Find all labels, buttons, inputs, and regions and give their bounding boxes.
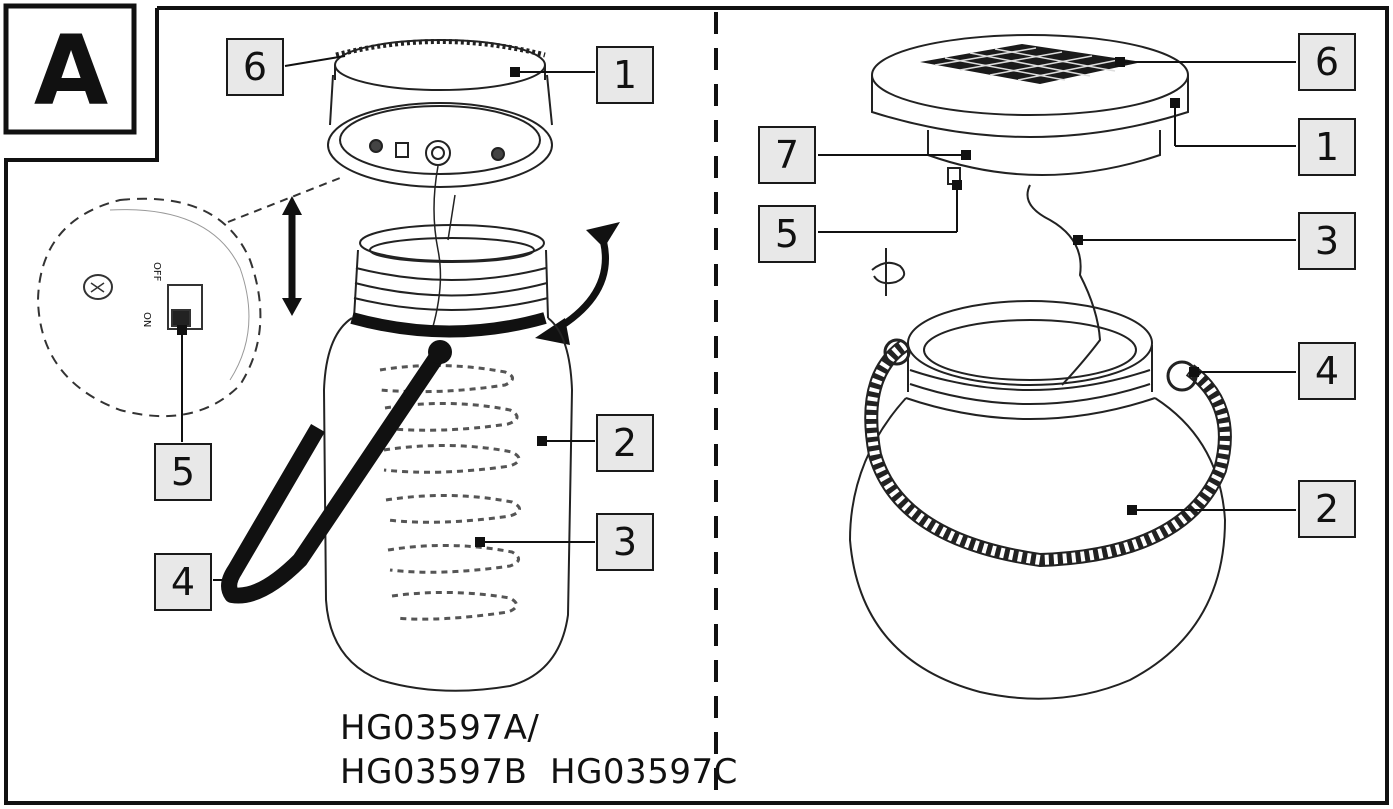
switch-detail xyxy=(36,197,262,418)
callout-right-4: 4 xyxy=(1298,342,1356,400)
callout-left-2: 2 xyxy=(596,414,654,472)
outer-frame xyxy=(3,3,1389,805)
left-fairy-lights xyxy=(379,363,521,621)
callout-left-3: 3 xyxy=(596,513,654,571)
callout-right-6: 6 xyxy=(1298,33,1356,91)
right-globe-jar xyxy=(848,300,1227,700)
callout-right-3: 3 xyxy=(1298,212,1356,270)
callout-left-6: 6 xyxy=(226,38,284,96)
callout-left-1: 1 xyxy=(596,46,654,104)
callout-left-4: 4 xyxy=(154,553,212,611)
left-leaders xyxy=(177,55,595,581)
section-label: A xyxy=(33,15,109,127)
switch-on-label: ON xyxy=(141,312,152,328)
zoom-leader xyxy=(227,177,341,223)
callout-right-5: 5 xyxy=(758,205,816,263)
model-number-line2: HG03597B HG03597C xyxy=(340,752,738,792)
right-solar-lid xyxy=(871,34,1189,185)
solar-panel xyxy=(920,44,1142,84)
lift-arrow xyxy=(282,196,302,316)
left-jar-body xyxy=(322,317,574,692)
left-strap xyxy=(221,312,547,604)
callout-right-1: 1 xyxy=(1298,118,1356,176)
right-wire xyxy=(1026,184,1102,386)
switch-off-label: OFF xyxy=(151,262,162,282)
twist-icon xyxy=(871,248,906,296)
callout-left-5: 5 xyxy=(154,443,212,501)
right-leaders xyxy=(818,57,1296,515)
model-number-line1: HG03597A/ xyxy=(340,708,540,748)
rope-handle xyxy=(864,338,1232,568)
left-jar-neck xyxy=(353,224,549,319)
left-lid xyxy=(327,39,553,331)
callout-right-7: 7 xyxy=(758,126,816,184)
rotate-arrow xyxy=(535,222,620,345)
callout-right-2: 2 xyxy=(1298,480,1356,538)
